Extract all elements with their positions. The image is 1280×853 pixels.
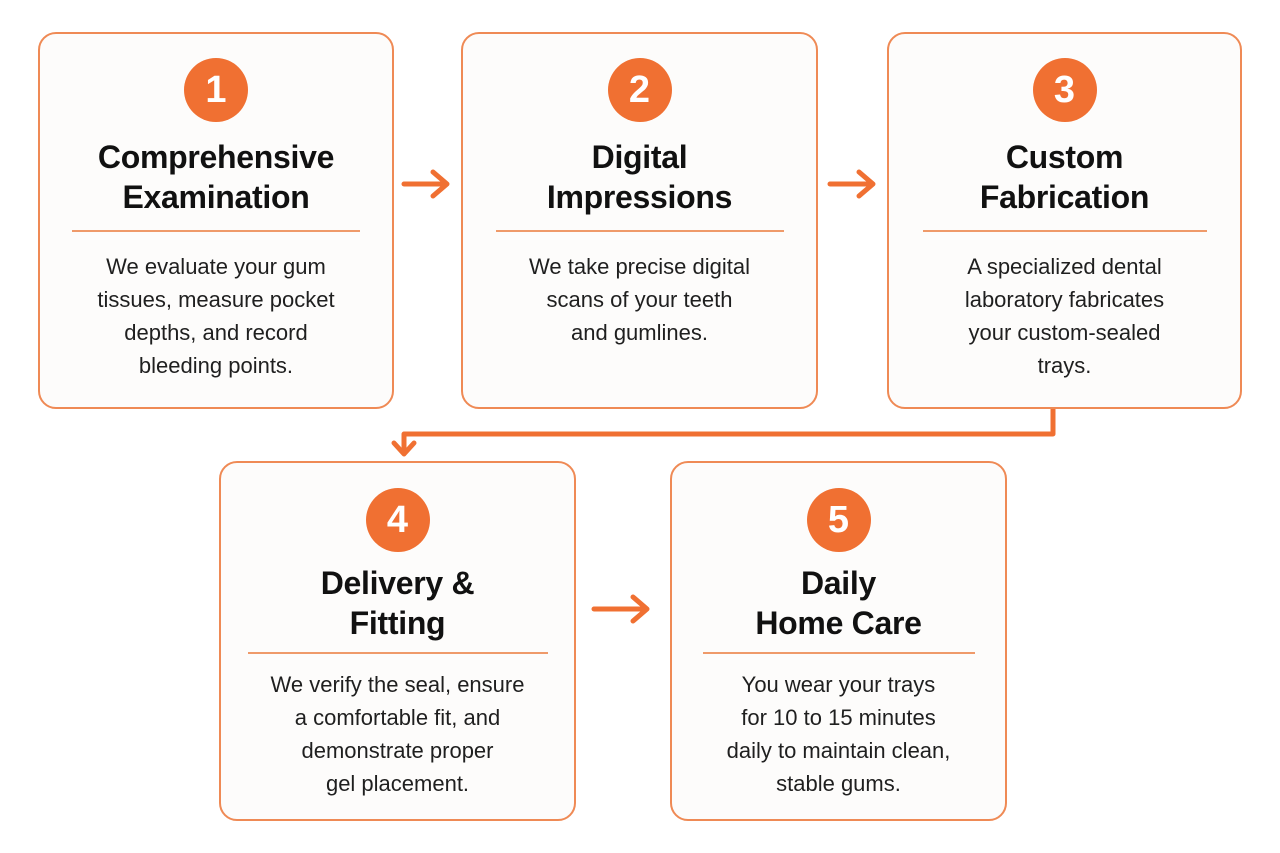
- step-description-line: We verify the seal, ensure: [270, 672, 525, 697]
- step-description-line: stable gums.: [776, 771, 901, 796]
- step-title-line: Custom: [1005, 139, 1124, 175]
- step-divider: [495, 230, 784, 232]
- step-title: Comprehensive Examination: [98, 134, 334, 220]
- step-card-3: 3 Custom Fabrication A specialized denta…: [887, 32, 1242, 409]
- step-description: We take precise digital scans of your te…: [529, 250, 750, 349]
- step-description-line: tissues, measure pocket: [97, 287, 335, 312]
- step-description-line: trays.: [1037, 353, 1092, 378]
- step-title: Delivery & Fitting: [321, 560, 475, 646]
- step-description-line: You wear your trays: [741, 672, 936, 697]
- step-title-line: Comprehensive: [97, 139, 335, 175]
- step-card-2: 2 Digital Impressions We take precise di…: [461, 32, 818, 409]
- step-description-line: for 10 to 15 minutes: [741, 705, 936, 730]
- step-divider: [922, 230, 1207, 232]
- step-divider: [72, 230, 360, 232]
- step-description-line: bleeding points.: [138, 353, 294, 378]
- step-description: A specialized dental laboratory fabricat…: [965, 250, 1164, 382]
- step-title-line: Impressions: [546, 179, 733, 215]
- step-number-badge: 4: [365, 488, 430, 552]
- step-title-line: Examination: [122, 179, 310, 215]
- step-title-line: Fabrication: [979, 179, 1150, 215]
- step-title: Digital Impressions: [546, 134, 733, 220]
- step-card-5: 5 Daily Home Care You wear your trays fo…: [670, 461, 1007, 821]
- step-divider: [702, 652, 975, 654]
- step-title-line: Home Care: [755, 605, 922, 641]
- step-number-badge: 1: [184, 58, 248, 122]
- step-description: We verify the seal, ensure a comfortable…: [271, 668, 525, 800]
- arrow-step1-to-step2: [401, 169, 450, 199]
- step-divider: [247, 652, 548, 654]
- step-title-line: Daily: [800, 565, 876, 601]
- step-description-line: gel placement.: [325, 771, 470, 796]
- arrow-step3-to-step4: [391, 405, 1056, 457]
- step-title-line: Digital: [591, 139, 688, 175]
- arrow-step2-to-step3: [827, 169, 876, 199]
- step-number-badge: 5: [806, 488, 871, 552]
- step-description-line: scans of your teeth: [546, 287, 733, 312]
- arrow-step4-to-step5: [591, 594, 650, 624]
- step-description-line: a comfortable fit, and: [294, 705, 501, 730]
- step-title: Custom Fabrication: [980, 134, 1149, 220]
- step-description-line: and gumlines.: [571, 320, 708, 345]
- step-number-badge: 3: [1032, 58, 1097, 122]
- step-description-line: your custom-sealed: [968, 320, 1161, 345]
- step-description-line: demonstrate proper: [301, 738, 494, 763]
- step-card-1: 1 Comprehensive Examination We evaluate …: [38, 32, 394, 409]
- step-description: You wear your trays for 10 to 15 minutes…: [727, 668, 951, 800]
- step-title-line: Delivery &: [320, 565, 475, 601]
- step-description-line: A specialized dental: [967, 254, 1162, 279]
- step-description-line: daily to maintain clean,: [726, 738, 951, 763]
- step-description-line: We take precise digital: [529, 254, 750, 279]
- step-description: We evaluate your gum tissues, measure po…: [97, 250, 334, 382]
- step-number-badge: 2: [607, 58, 672, 122]
- step-title-line: Fitting: [349, 605, 446, 641]
- step-description-line: We evaluate your gum: [106, 254, 326, 279]
- step-card-4: 4 Delivery & Fitting We verify the seal,…: [219, 461, 576, 821]
- step-title: Daily Home Care: [755, 560, 922, 646]
- step-description-line: laboratory fabricates: [964, 287, 1165, 312]
- step-description-line: depths, and record: [124, 320, 308, 345]
